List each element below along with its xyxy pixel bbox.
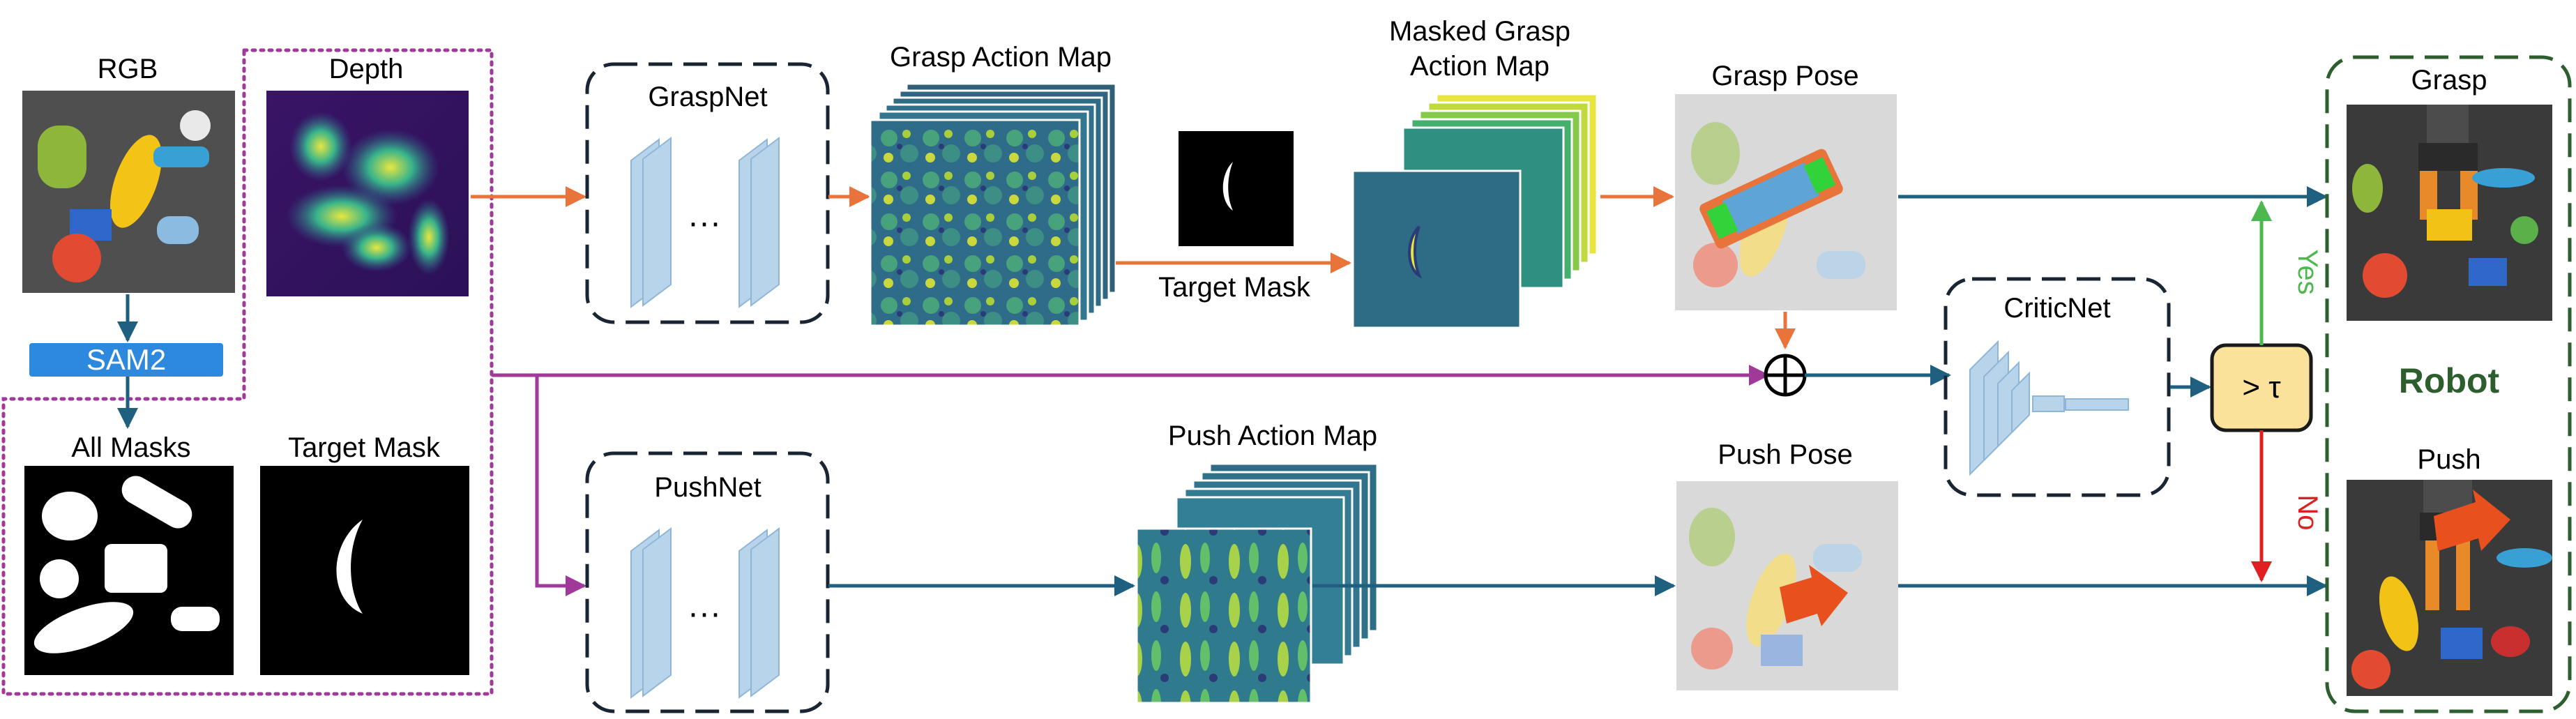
masked-grasp-action-map-stack [1351,93,1598,329]
input-to-pushnet-arrow [535,375,586,596]
pushnet-layers-icon [630,527,780,699]
rgb-object-bone [157,216,199,244]
target-mask-shape [336,520,363,614]
target-mask-thumbnail [1179,131,1294,246]
mask-shape [105,544,167,593]
depth-blob [342,129,439,206]
pushnet-dots: ··· [688,595,721,632]
rgb-object-banana [110,135,162,228]
masked-grasp-label-line1: Masked Grasp [1389,16,1570,47]
graspnet-dots: ··· [688,204,721,241]
criticnet-label: CriticNet [2003,293,2110,324]
target-mask-label: Target Mask [288,432,441,463]
threshold-label: > τ [2242,370,2281,404]
no-label: No [2292,494,2323,530]
rgb-object-duck [180,110,211,141]
depth-panel: Depth [266,54,469,296]
robot-push-label: Push [2417,444,2480,475]
graspnet-box [585,62,830,324]
grasp-action-map-label: Grasp Action Map [890,42,1112,73]
mask-shape [121,476,192,529]
push-action-map-stack [1135,462,1379,704]
mask-shape [33,602,134,653]
push-action-map-label: Push Action Map [1168,421,1377,451]
circled-plus-icon [1764,354,1807,397]
depth-blob [289,112,352,181]
target-mask-panel: Target Mask [260,432,469,675]
robot-label: Robot [2399,361,2500,400]
robot-box [2325,55,2572,713]
grasp-pose-label: Grasp Pose [1711,61,1858,91]
graspnet-layers-icon [630,137,780,308]
mask-shape [40,559,79,598]
target-mask-arrow-label: Target Mask [1158,272,1311,303]
grasp-pose-image [1675,94,1897,310]
push-pose-image [1676,481,1898,690]
depth-label: Depth [329,54,404,84]
sam2-box [29,343,223,377]
grasp-action-map-stack [869,82,1117,327]
yes-label: Yes [2292,249,2323,294]
rgb-object-toy [153,146,209,167]
mask-shape [42,492,98,540]
input-group-border [1,48,494,696]
target-mask-thumbnail-shape [1222,162,1233,211]
push-pose-label: Push Pose [1718,439,1852,470]
pushnet-label: PushNet [654,472,761,503]
rgb-label: RGB [98,54,158,84]
depth-blob [342,223,411,272]
sam2-label: SAM2 [86,343,166,376]
mask-shape [171,607,220,631]
all-masks-label: All Masks [71,432,190,463]
all-masks-panel: All Masks [24,432,234,675]
rgb-object-disc [52,234,101,282]
rgb-object-dino [38,126,86,188]
rgb-panel: RGB [22,54,235,293]
depth-blob [408,199,450,275]
robot-grasp-label: Grasp [2411,65,2487,96]
masked-grasp-label-line2: Action Map [1410,51,1550,82]
criticnet-layers-icon [1969,340,2129,476]
pushnet-box [585,451,830,713]
target-mask-image [260,466,469,675]
graspnet-label: GraspNet [648,82,767,112]
robot-grasp-image [2347,105,2552,321]
robot-push-image [2347,480,2552,696]
criticnet-box [1944,277,2171,497]
